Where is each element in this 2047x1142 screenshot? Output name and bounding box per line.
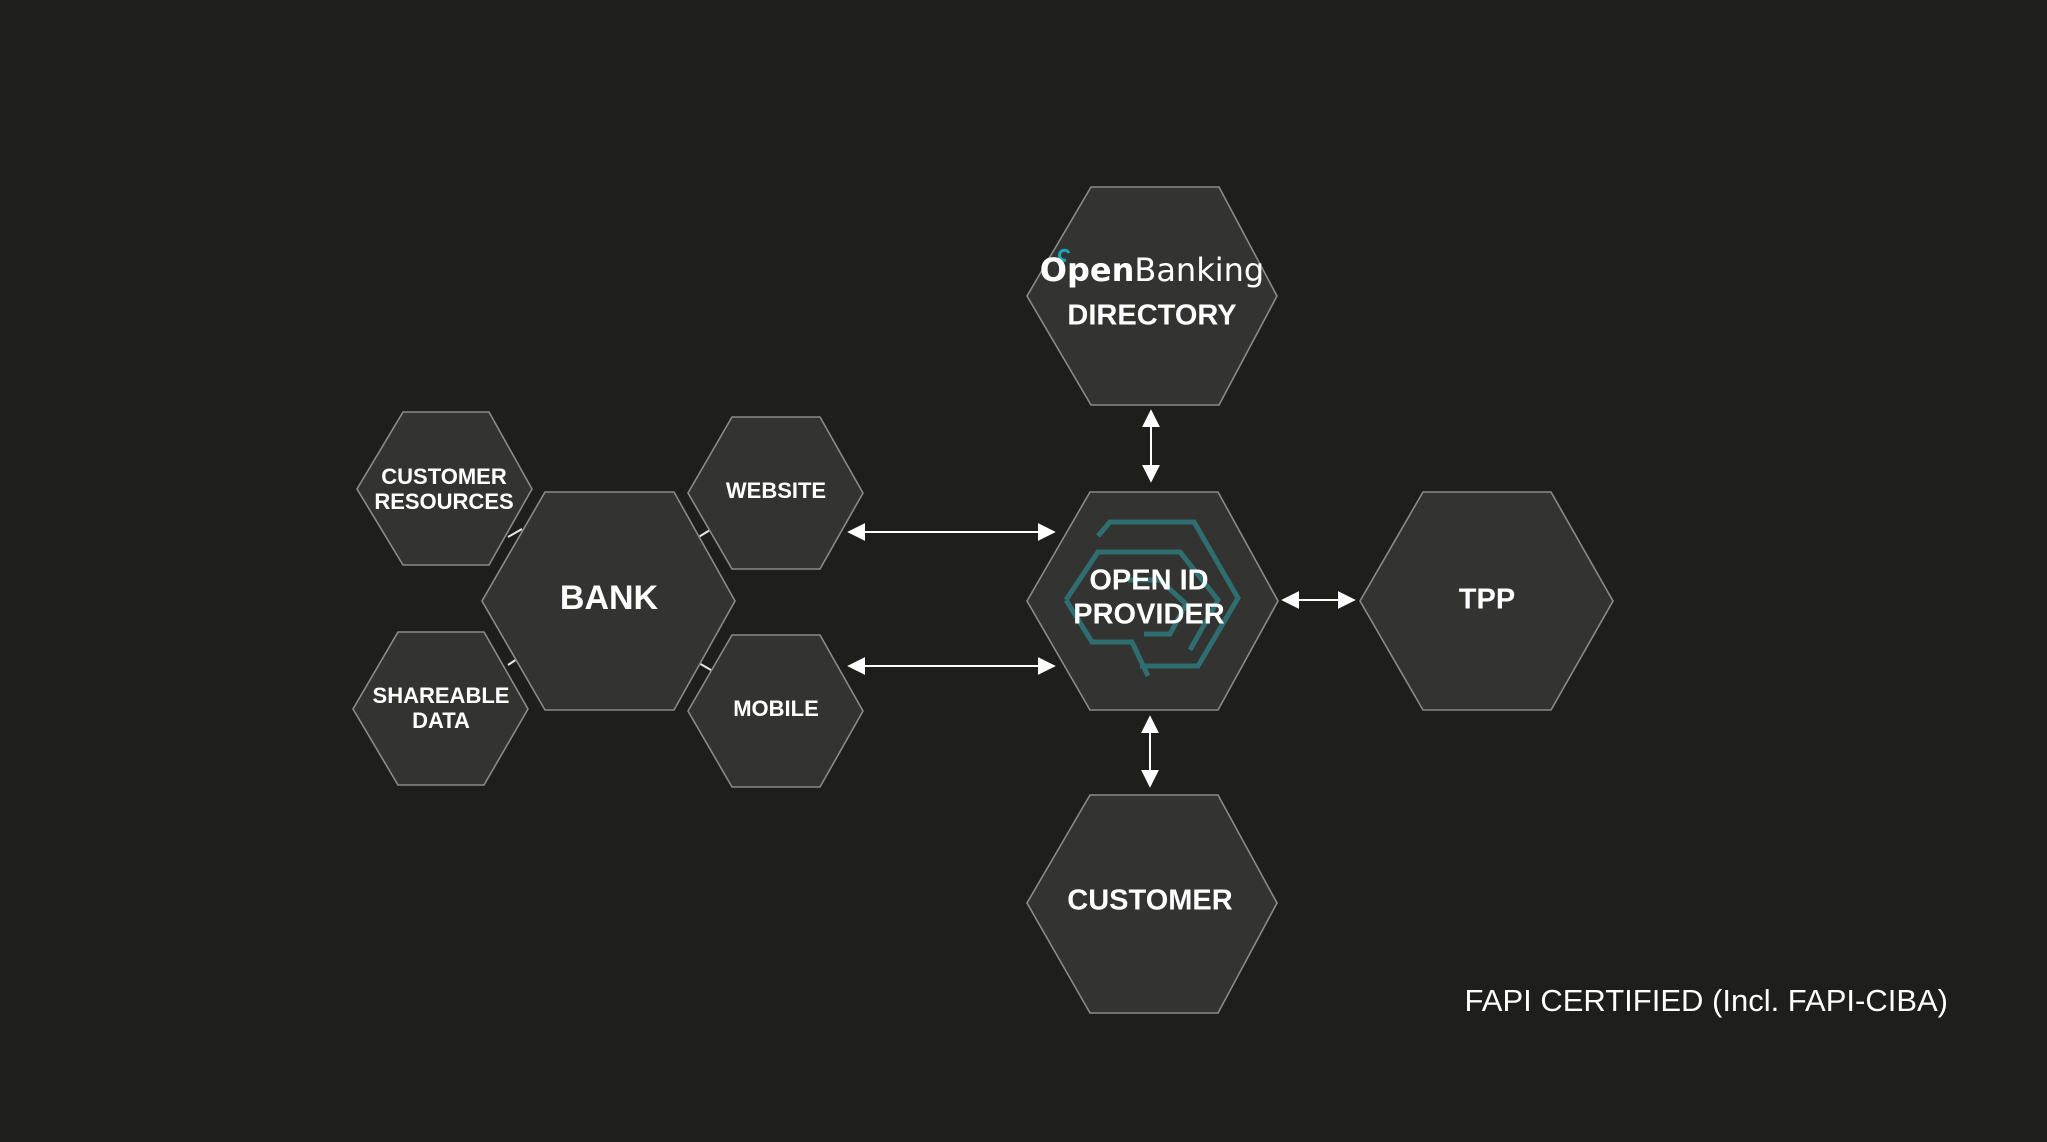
- svg-text:OpenBanking: OpenBanking: [1040, 251, 1264, 289]
- node-directory: OpenBanking DIRECTORY: [1026, 186, 1278, 406]
- node-directory-label: DIRECTORY: [1067, 300, 1236, 332]
- node-tpp: TPP: [1359, 491, 1614, 711]
- provider-logo-mark: [1063, 519, 1241, 678]
- node-bank-label: BANK: [560, 579, 659, 617]
- node-website: WEBSITE: [687, 416, 864, 570]
- node-shareable-data: SHAREABLE DATA: [352, 631, 529, 786]
- node-tpp-label: TPP: [1459, 584, 1515, 616]
- open-banking-logo: OpenBanking: [1040, 248, 1264, 289]
- open-banking-brand-banking: Banking: [1134, 251, 1264, 289]
- node-bank: BANK: [481, 491, 736, 711]
- node-shareable-data-line1: SHAREABLE: [373, 683, 510, 708]
- node-customer: CUSTOMER: [1026, 794, 1278, 1014]
- node-mobile: MOBILE: [687, 634, 864, 788]
- connector-bank-customer-resources: [507, 528, 523, 538]
- node-open-id-provider-line2: PROVIDER: [1073, 599, 1225, 631]
- node-open-id-provider-line1: OPEN ID: [1089, 565, 1208, 597]
- fapi-certification-note: FAPI CERTIFIED (Incl. FAPI-CIBA): [1465, 983, 1948, 1018]
- open-banking-brand-open: Open: [1040, 251, 1135, 289]
- node-customer-resources-line2: RESOURCES: [374, 489, 513, 514]
- node-open-id-provider: OPEN ID PROVIDER: [1026, 491, 1279, 711]
- node-customer-resources: CUSTOMER RESOURCES: [356, 411, 533, 566]
- node-shareable-data-line2: DATA: [412, 708, 470, 733]
- node-mobile-label: MOBILE: [733, 696, 819, 721]
- node-website-label: WEBSITE: [726, 478, 826, 503]
- node-customer-resources-line1: CUSTOMER: [381, 464, 507, 489]
- node-customer-label: CUSTOMER: [1067, 885, 1232, 917]
